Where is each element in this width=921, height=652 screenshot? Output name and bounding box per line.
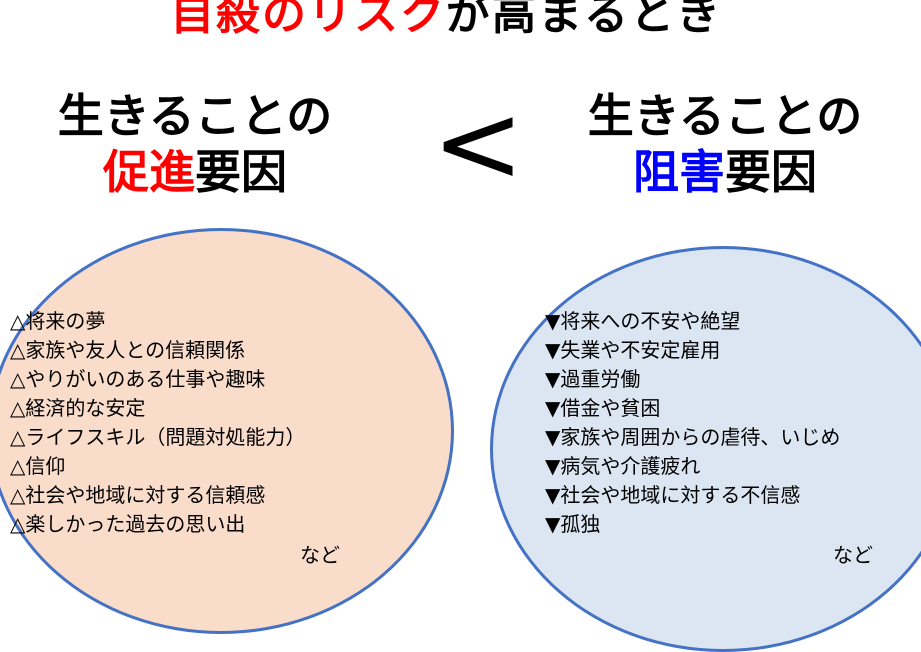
- list-item: △楽しかった過去の思い出: [10, 512, 246, 536]
- list-item: ▼借金や貧困: [545, 396, 661, 420]
- list-item: △ライフスキル（問題対処能力）: [10, 425, 306, 449]
- inhibiting-list: ▼将来への不安や絶望 ▼失業や不安定雇用 ▼過重労働 ▼借金や貧困 ▼家族や周囲からの虐…: [545, 307, 840, 539]
- inhibiting-etc: など: [833, 543, 873, 567]
- list-item: △社会や地域に対する信頼感: [10, 483, 266, 507]
- list-item: ▼将来への不安や絶望: [545, 309, 741, 333]
- promoting-list: △将来の夢 △家族や友人との信頼関係 △やりがいのある仕事や趣味 △経済的な安定 △ライ…: [10, 307, 305, 539]
- title: 自殺のリスクが高まるとき: [170, 0, 722, 40]
- less-than-sign: <: [432, 79, 525, 207]
- promoting-etc: など: [300, 543, 340, 567]
- list-item: △やりがいのある仕事や趣味: [10, 367, 266, 391]
- list-item: ▼家族や周囲からの虐待、いじめ: [545, 425, 841, 449]
- inhibiting-factors-heading: 生きることの 阻害要因: [587, 89, 863, 199]
- list-item: △信仰: [10, 454, 66, 478]
- list-item: ▼失業や不安定雇用: [545, 338, 721, 362]
- list-item: △将来の夢: [10, 309, 106, 333]
- list-item: ▼社会や地域に対する不信感: [545, 483, 801, 507]
- list-item: △家族や友人との信頼関係: [10, 338, 246, 362]
- list-item: ▼病気や介護疲れ: [545, 454, 701, 478]
- list-item: ▼過重労働: [545, 367, 641, 391]
- list-item: ▼孤独: [545, 512, 601, 536]
- promoting-factors-heading: 生きることの 促進要因: [57, 89, 333, 199]
- promoting-ellipse: [0, 228, 454, 634]
- inhibiting-ellipse: [490, 246, 921, 652]
- list-item: △経済的な安定: [10, 396, 146, 420]
